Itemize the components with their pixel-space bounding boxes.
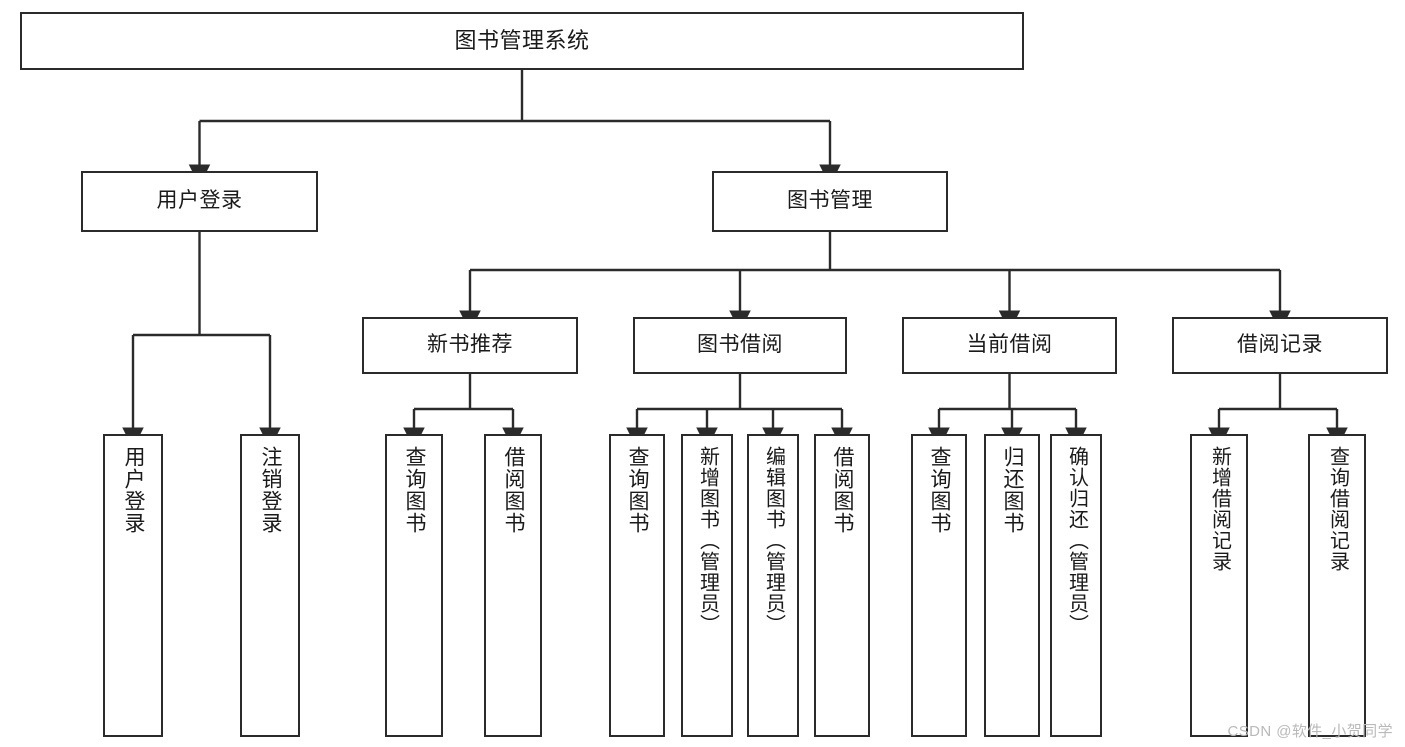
node-label-l_cb_confirm: 确认归还（管理员） [1065,446,1088,635]
node-label-l_cb_query: 查询图书 [928,446,952,534]
node-label-new_book_rec: 新书推荐 [427,333,513,357]
node-label-l_nb_borrow: 借阅图书 [502,446,526,534]
node-cur_borrow[interactable]: 当前借阅 [902,317,1117,374]
node-label-l_bb_edit: 编辑图书（管理员） [762,446,785,635]
node-l_nb_borrow[interactable]: 借阅图书 [484,434,542,737]
node-label-l_bb_add: 新增图书（管理员） [696,446,719,635]
node-borrow_log[interactable]: 借阅记录 [1172,317,1388,374]
node-l_bb_add[interactable]: 新增图书（管理员） [681,434,733,737]
node-label-cur_borrow: 当前借阅 [966,333,1053,357]
node-label-l_cb_return: 归还图书 [1001,446,1025,534]
node-l_bl_query[interactable]: 查询借阅记录 [1308,434,1366,737]
node-user_login[interactable]: 用户登录 [81,171,318,232]
node-l_nb_query[interactable]: 查询图书 [385,434,443,737]
node-new_book_rec[interactable]: 新书推荐 [362,317,578,374]
node-label-l_bb_query: 查询图书 [626,446,650,534]
node-label-l_bb_borrow: 借阅图书 [831,446,855,534]
node-l_cb_return[interactable]: 归还图书 [984,434,1040,737]
node-label-book_borrow: 图书借阅 [697,333,783,357]
node-label-book_manage: 图书管理 [787,189,873,213]
node-root[interactable]: 图书管理系统 [20,12,1024,70]
node-label-user_login: 用户登录 [156,189,243,213]
node-l_bb_edit[interactable]: 编辑图书（管理员） [747,434,799,737]
node-l_bl_add[interactable]: 新增借阅记录 [1190,434,1248,737]
node-l_user_login[interactable]: 用户登录 [103,434,163,737]
node-l_cb_confirm[interactable]: 确认归还（管理员） [1050,434,1102,737]
node-label-l_user_login: 用户登录 [122,446,146,534]
node-book_borrow[interactable]: 图书借阅 [633,317,847,374]
csdn-watermark: CSDN @软件_小贺同学 [1227,723,1393,740]
node-label-l_user_logout: 注销登录 [259,446,283,534]
node-label-l_bl_query: 查询借阅记录 [1326,446,1349,572]
node-book_manage[interactable]: 图书管理 [712,171,948,232]
node-label-l_bl_add: 新增借阅记录 [1208,446,1231,572]
node-label-root: 图书管理系统 [454,28,590,54]
node-label-l_nb_query: 查询图书 [403,446,427,534]
node-l_cb_query[interactable]: 查询图书 [911,434,967,737]
node-l_bb_borrow[interactable]: 借阅图书 [814,434,870,737]
node-l_user_logout[interactable]: 注销登录 [240,434,300,737]
node-l_bb_query[interactable]: 查询图书 [609,434,665,737]
node-label-borrow_log: 借阅记录 [1237,333,1323,357]
